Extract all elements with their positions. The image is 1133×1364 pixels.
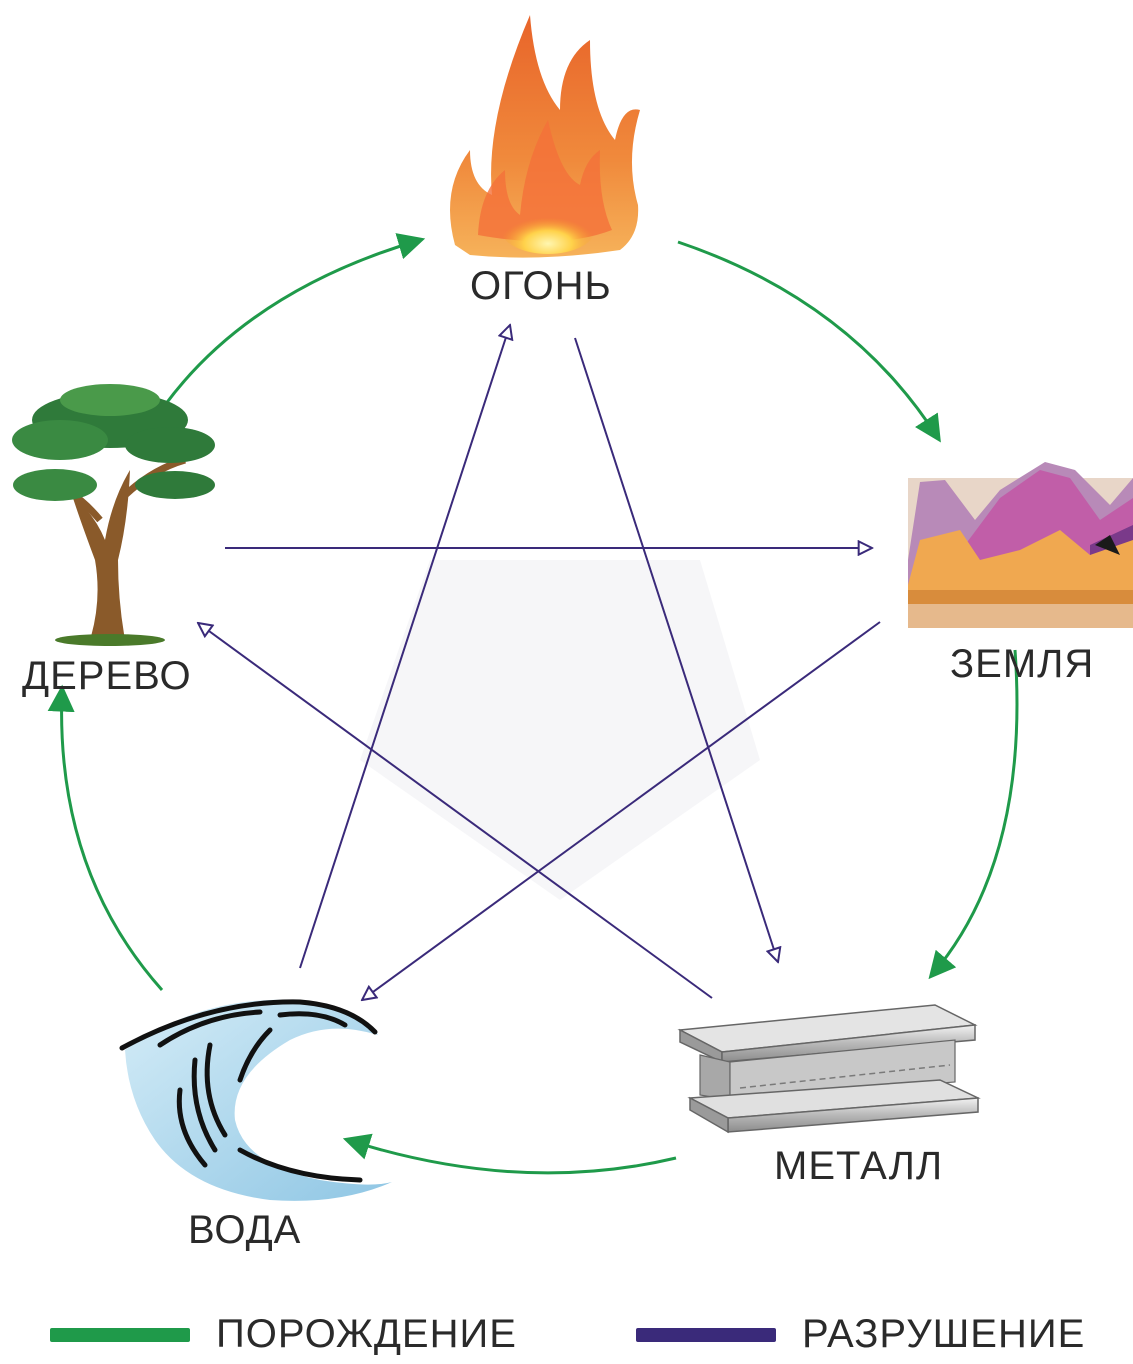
label-wood: ДЕРЕВО [22, 654, 192, 699]
arrow-water-to-wood [62, 690, 162, 990]
arrow-fire-to-earth [678, 242, 938, 438]
mountains-icon [908, 462, 1133, 628]
legend-destruction-label: РАЗРУШЕНИЕ [802, 1312, 1085, 1357]
legend-destruction: РАЗРУШЕНИЕ [636, 1312, 1085, 1357]
label-fire: ОГОНЬ [470, 264, 612, 309]
tree-icon [12, 384, 215, 646]
fire-icon [450, 15, 640, 258]
wave-icon [122, 1000, 392, 1201]
legend-generation-label: ПОРОЖДЕНИЕ [216, 1312, 517, 1357]
center-pentagon [360, 560, 760, 900]
arrow-earth-to-metal [932, 650, 1017, 975]
steel-beam-icon [680, 1005, 978, 1132]
legend-generation: ПОРОЖДЕНИЕ [50, 1312, 517, 1357]
label-earth: ЗЕМЛЯ [950, 642, 1094, 687]
arrow-metal-to-water [348, 1140, 676, 1173]
legend-generation-swatch [50, 1328, 190, 1342]
legend-destruction-swatch [636, 1328, 776, 1342]
label-water: ВОДА [188, 1208, 301, 1253]
label-metal: МЕТАЛЛ [774, 1144, 943, 1189]
arrow-wood-to-fire [165, 240, 420, 405]
